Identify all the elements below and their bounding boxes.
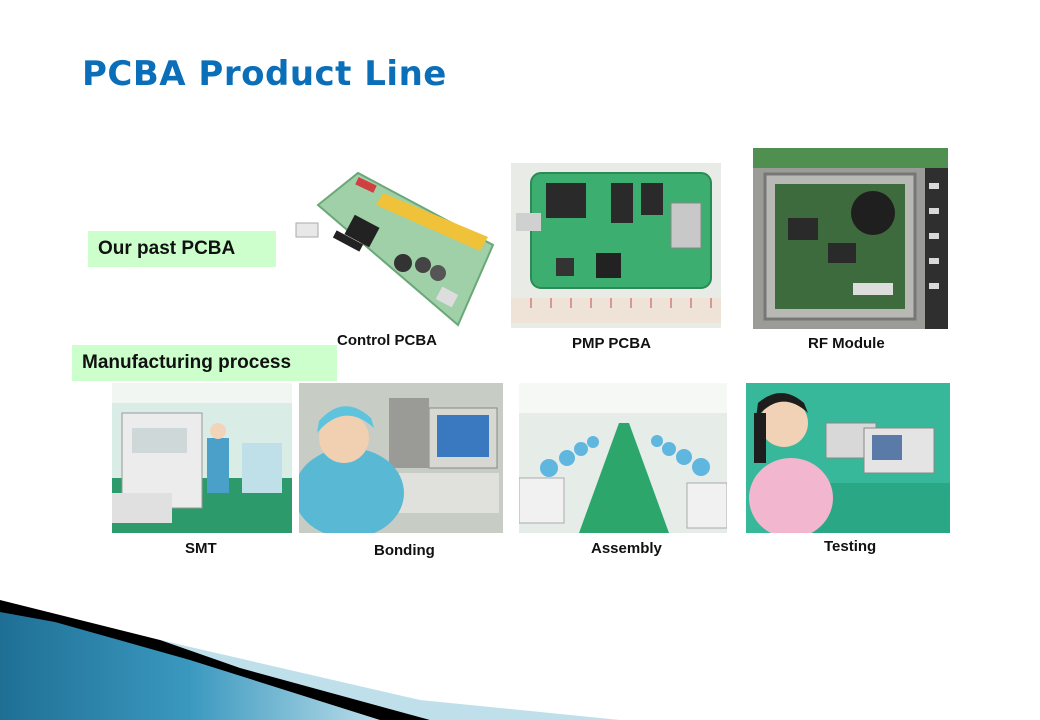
pmp-pcba-caption: PMP PCBA — [572, 335, 651, 352]
testing-photo — [746, 383, 950, 533]
testing-caption: Testing — [824, 538, 877, 555]
pmp-pcba-photo — [511, 163, 721, 328]
control-pcba-caption: Control PCBA — [337, 332, 437, 349]
smt-photo — [112, 383, 292, 533]
rf-module-photo — [753, 148, 948, 329]
smt-caption: SMT — [185, 540, 217, 557]
assembly-caption: Assembly — [591, 540, 662, 557]
assembly-photo — [519, 383, 727, 533]
rf-module-caption: RF Module — [808, 335, 885, 352]
our-past-pcba-label: Our past PCBA — [88, 231, 276, 267]
bonding-caption: Bonding — [374, 542, 435, 559]
control-pcba-photo — [288, 165, 500, 333]
bonding-photo — [299, 383, 503, 533]
manufacturing-process-label: Manufacturing process — [72, 345, 337, 381]
slide-title: PCBA Product Line — [82, 54, 447, 94]
